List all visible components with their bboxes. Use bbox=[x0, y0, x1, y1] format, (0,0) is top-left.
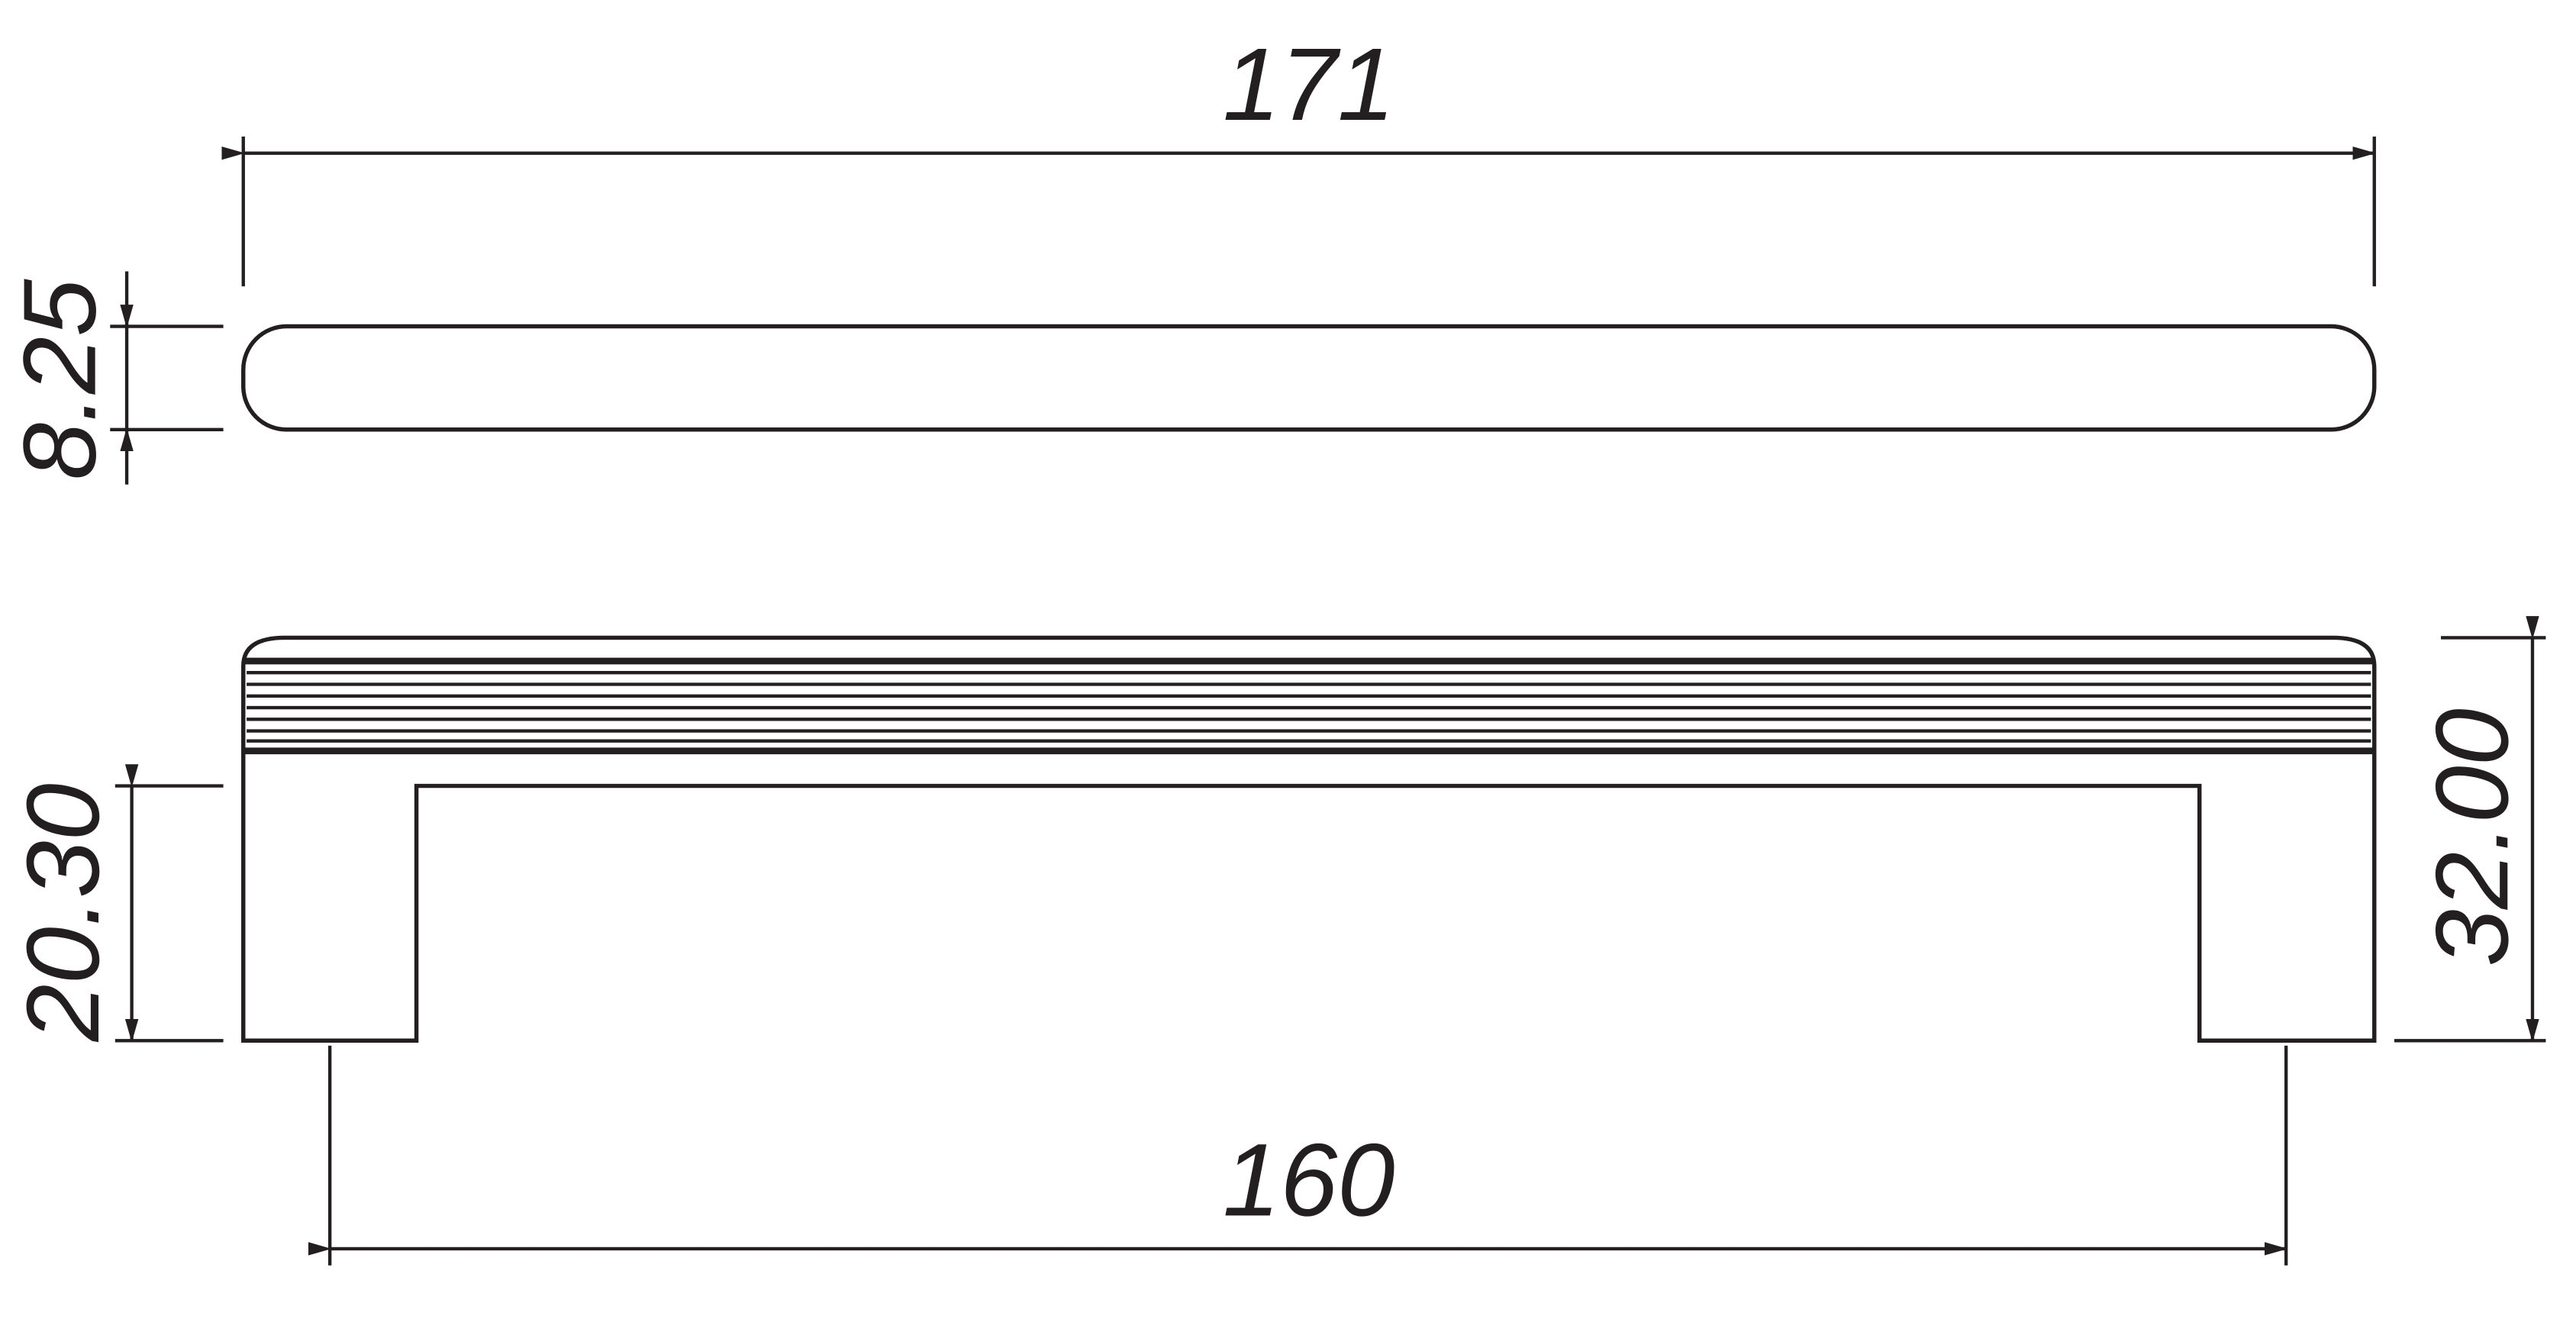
length-label: 171 bbox=[1223, 27, 1395, 142]
total-height-label: 32.00 bbox=[2414, 708, 2529, 966]
handle-side-outline bbox=[241, 635, 2377, 1043]
grip-grooves bbox=[243, 657, 2374, 755]
top-view: 171 8.25 bbox=[2, 27, 2377, 485]
thickness-label: 8.25 bbox=[2, 279, 118, 480]
leg-height-label: 20.30 bbox=[5, 783, 121, 1042]
hole-spacing-label: 160 bbox=[1223, 1122, 1395, 1237]
handle-top-outline bbox=[241, 324, 2377, 432]
side-view: 20.30 32.00 160 bbox=[5, 616, 2546, 1266]
